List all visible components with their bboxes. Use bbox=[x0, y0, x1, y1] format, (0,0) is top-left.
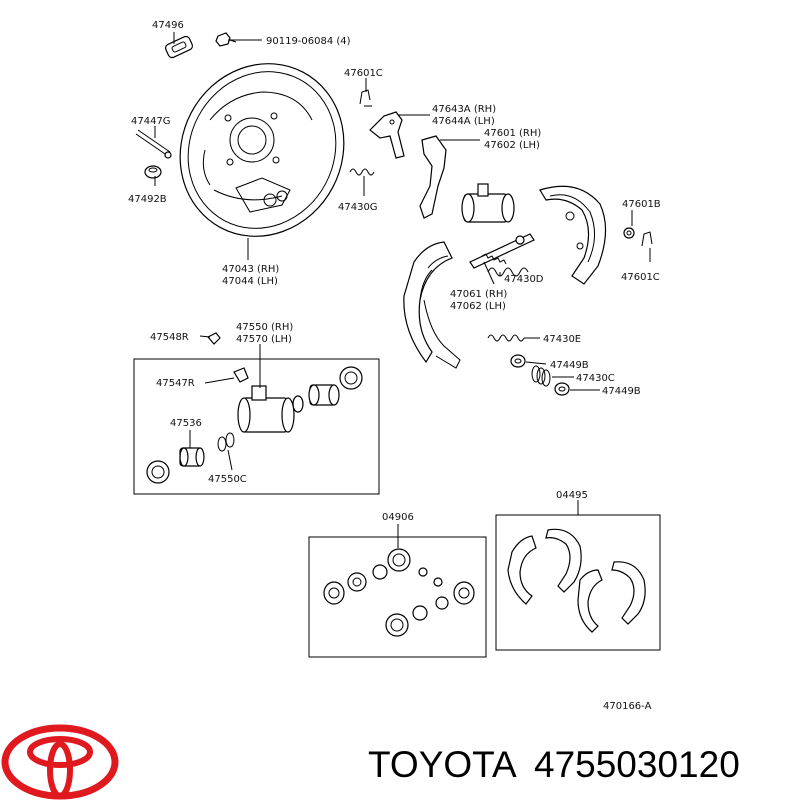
label-04906: 04906 bbox=[382, 512, 414, 523]
clip-47601c-top bbox=[359, 89, 372, 107]
label-47430d: 47430D bbox=[504, 274, 544, 285]
cap-47548r bbox=[207, 332, 221, 345]
pin-47447g bbox=[135, 129, 172, 159]
brake-shoe-left bbox=[403, 241, 461, 369]
cup-47492b bbox=[144, 165, 162, 179]
label-47548r: 47548R bbox=[150, 332, 189, 343]
wheel-cylinder-main bbox=[461, 183, 515, 223]
leader-lines bbox=[154, 32, 651, 548]
kit-04906-parts bbox=[323, 548, 475, 637]
wheel-cylinder-exploded bbox=[146, 366, 363, 484]
label-47643a: 47643A (RH) bbox=[432, 104, 496, 115]
label-47496: 47496 bbox=[152, 20, 184, 31]
part-labels: 47496 90119-06084 (4) 47601C 47447G 4764… bbox=[128, 20, 661, 712]
toyota-logo bbox=[1, 724, 119, 800]
label-47550c: 47550C bbox=[208, 474, 247, 485]
label-47492b: 47492B bbox=[128, 194, 167, 205]
label-47430g: 47430G bbox=[338, 202, 378, 213]
lever-47643a bbox=[369, 111, 405, 159]
label-47044: 47044 (LH) bbox=[222, 276, 278, 287]
retainer-47449b-bottom bbox=[554, 382, 570, 396]
label-47536: 47536 bbox=[170, 418, 202, 429]
part-number: 4755030120 bbox=[534, 744, 740, 785]
label-47449b-top: 47449B bbox=[550, 360, 589, 371]
plug-47496 bbox=[164, 35, 194, 59]
spring-47430d bbox=[487, 267, 529, 277]
label-47449b-bottom: 47449B bbox=[602, 386, 641, 397]
label-47447g: 47447G bbox=[131, 116, 171, 127]
label-47062: 47062 (LH) bbox=[450, 301, 506, 312]
spring-47430g bbox=[349, 168, 375, 176]
label-47601c-right: 47601C bbox=[621, 272, 660, 283]
label-47601c-top: 47601C bbox=[344, 68, 383, 79]
adjuster-47061 bbox=[469, 233, 535, 269]
spring-47430e bbox=[487, 334, 525, 342]
label-04495: 04495 bbox=[556, 490, 588, 501]
kit-04495-shoes bbox=[507, 528, 646, 633]
label-47547r: 47547R bbox=[156, 378, 195, 389]
label-47601b: 47601B bbox=[622, 199, 661, 210]
wheel-cylinder-box bbox=[133, 358, 380, 495]
backing-plate bbox=[179, 63, 345, 237]
label-470166a: 470166-A bbox=[603, 701, 652, 712]
pin-47601b bbox=[623, 227, 635, 239]
label-47430c: 47430C bbox=[576, 373, 615, 384]
label-47550: 47550 (RH) bbox=[236, 322, 293, 333]
label-90119: 90119-06084 (4) bbox=[266, 36, 351, 47]
label-47430e: 47430E bbox=[543, 334, 581, 345]
clip-47601c-right bbox=[641, 231, 653, 247]
strut-47601 bbox=[419, 135, 447, 219]
label-47570: 47570 (LH) bbox=[236, 334, 292, 345]
spring-47430c bbox=[531, 365, 551, 387]
brand-name: TOYOTA bbox=[368, 744, 517, 785]
label-47601: 47601 (RH) bbox=[484, 128, 541, 139]
label-47644a: 47644A (LH) bbox=[432, 116, 495, 127]
label-47602: 47602 (LH) bbox=[484, 140, 540, 151]
label-47061: 47061 (RH) bbox=[450, 289, 507, 300]
retainer-47449b-top bbox=[510, 354, 526, 368]
brake-shoe-right bbox=[539, 185, 607, 285]
bolt-90119 bbox=[215, 32, 237, 47]
label-47043: 47043 (RH) bbox=[222, 264, 279, 275]
